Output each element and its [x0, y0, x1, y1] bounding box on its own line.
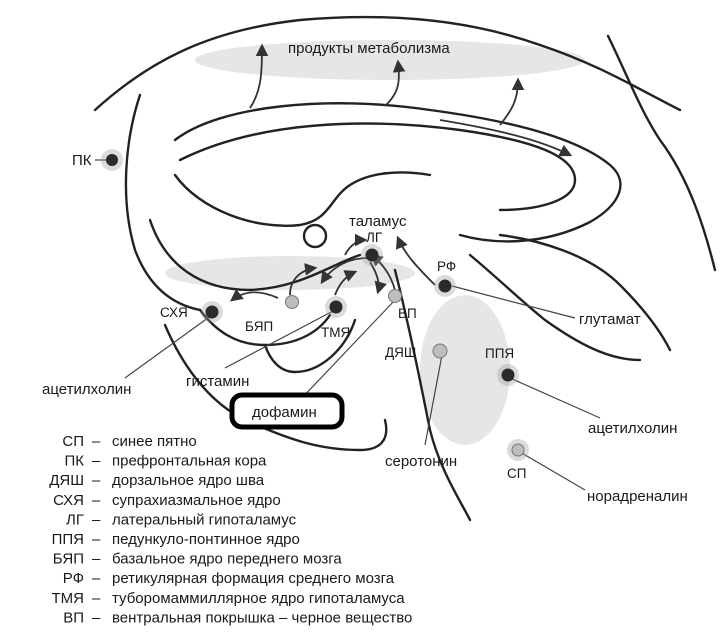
label-metabolism: продукты метаболизма — [288, 40, 450, 57]
label-glutamat: глутамат — [579, 311, 641, 328]
leader-acetylcholine-right — [510, 378, 600, 418]
legend-row: РФ–ретикулярная формация среднего мозга — [63, 570, 395, 587]
legend-dash: – — [92, 453, 101, 470]
legend-description: педункуло-понтинное ядро — [112, 531, 300, 548]
legend-dash: – — [92, 511, 101, 528]
legend-description: туборомаммиллярное ядро гипоталамуса — [112, 590, 405, 607]
legend-abbr: ДЯШ — [49, 472, 84, 489]
legend-abbr: ППЯ — [52, 531, 84, 548]
nucleus-dyash — [433, 344, 447, 358]
legend-dash: – — [92, 531, 101, 548]
legend-abbr: РФ — [63, 570, 84, 587]
legend-description: базальное ядро переднего мозга — [112, 551, 342, 568]
leader-dopamine — [300, 300, 395, 400]
legend-row: СХЯ–супрахиазмальное ядро — [53, 492, 280, 509]
label-histamine: гистамин — [186, 373, 249, 390]
legend-description: префронтальная кора — [112, 453, 267, 470]
nucleus-vp — [389, 290, 402, 303]
label-ppya: ППЯ — [485, 346, 514, 361]
leader-noradrenaline — [520, 452, 585, 490]
label-sp: СП — [507, 466, 526, 481]
label-dyash: ДЯШ — [385, 345, 416, 360]
arrow-metabolism-3 — [500, 80, 518, 125]
legend-dash: – — [92, 433, 101, 450]
legend-description: вентральная покрышка – черное вещество — [112, 609, 412, 626]
legend-row: ПК–префронтальная кора — [64, 453, 267, 470]
label-tmya: ТМЯ — [321, 325, 350, 340]
label-pk: ПК — [72, 152, 92, 169]
label-noradrenaline: норадреналин — [587, 488, 688, 505]
label-lg: ЛГ — [366, 230, 383, 245]
label-acetylcholine-right: ацетилхолин — [588, 420, 677, 437]
legend-description: латеральный гипоталамус — [112, 511, 297, 528]
nucleus-ppya — [502, 369, 515, 382]
label-skhya: СХЯ — [160, 305, 188, 320]
cerebellum-curve — [500, 235, 670, 350]
nucleus-pk — [106, 154, 118, 166]
legend-description: супрахиазмальное ядро — [112, 492, 281, 509]
label-serotonin: серотонин — [385, 453, 457, 470]
nucleus-lg — [366, 249, 379, 262]
legend-abbr: СХЯ — [53, 492, 84, 509]
legend-description: ретикулярная формация среднего мозга — [112, 570, 395, 587]
label-talamus: таламус — [349, 213, 407, 230]
legend-row: ДЯШ–дорзальное ядро шва — [49, 472, 265, 489]
legend-dash: – — [92, 609, 101, 626]
brainstem-region — [420, 295, 510, 445]
label-acetylcholine-left: ацетилхолин — [42, 381, 131, 398]
legend-dash: – — [92, 570, 101, 587]
legend-abbr: ЛГ — [66, 511, 84, 528]
legend-abbr: ВП — [63, 609, 84, 626]
label-byap: БЯП — [245, 319, 273, 334]
legend-row: ППЯ–педункуло-понтинное ядро — [52, 531, 300, 548]
brain-outline-right — [608, 36, 715, 270]
label-dopamine: дофамин — [252, 404, 317, 421]
label-vp: ВП — [398, 306, 417, 321]
legend-row: БЯП–базальное ядро переднего мозга — [53, 551, 343, 568]
thalamus-circle — [304, 225, 326, 247]
legend-dash: – — [92, 551, 101, 568]
legend-dash: – — [92, 492, 101, 509]
arrow-skhya — [232, 292, 278, 300]
nucleus-skhya — [206, 306, 219, 319]
legend-description: дорзальное ядро шва — [112, 472, 265, 489]
nucleus-tmya — [330, 301, 343, 314]
label-rf: РФ — [437, 259, 456, 274]
corpus-callosum-upper — [180, 124, 575, 210]
leader-acetylcholine-left — [125, 315, 212, 378]
legend-abbr: ТМЯ — [52, 590, 85, 607]
nucleus-rf — [439, 280, 452, 293]
legend-row: ЛГ–латеральный гипоталамус — [66, 511, 297, 528]
legend-abbr: БЯП — [53, 551, 84, 568]
nucleus-sp — [512, 444, 524, 456]
legend-dash: – — [92, 472, 101, 489]
legend-abbr: СП — [62, 433, 84, 450]
nucleus-byap — [286, 296, 299, 309]
legend-row: ВП–вентральная покрышка – черное веществ… — [63, 609, 412, 626]
legend-row: СП–синее пятно — [62, 433, 196, 450]
legend-abbr: ПК — [64, 453, 84, 470]
leader-histamine — [225, 310, 335, 368]
legend-row: ТМЯ–туборомаммиллярное ядро гипоталамуса — [52, 590, 406, 607]
legend-dash: – — [92, 590, 101, 607]
legend-description: синее пятно — [112, 433, 197, 450]
